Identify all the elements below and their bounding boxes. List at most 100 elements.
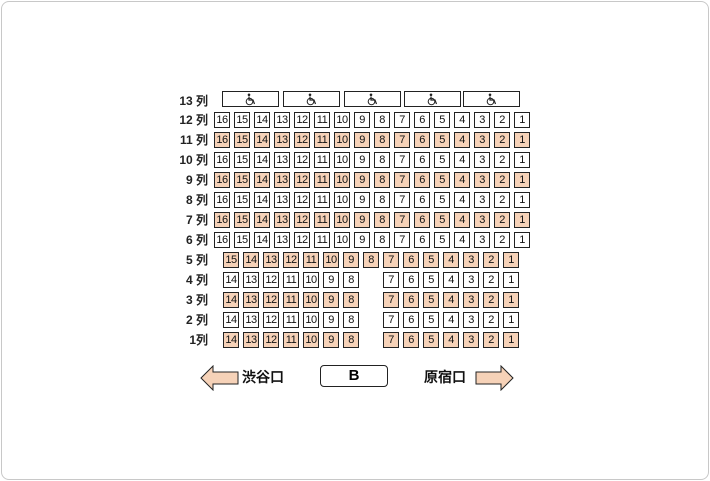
seat-r2-9[interactable]: 9 [323, 312, 339, 328]
seat-r6-1[interactable]: 1 [514, 232, 530, 248]
seat-r11-16[interactable]: 16 [214, 132, 230, 148]
seat-r10-12[interactable]: 12 [294, 152, 310, 168]
seat-r2-10[interactable]: 10 [303, 312, 319, 328]
seat-r11-7[interactable]: 7 [394, 132, 410, 148]
seat-r9-4[interactable]: 4 [454, 172, 470, 188]
seat-r4-2[interactable]: 2 [483, 272, 499, 288]
seat-r8-7[interactable]: 7 [394, 192, 410, 208]
seat-r9-5[interactable]: 5 [434, 172, 450, 188]
seat-r6-12[interactable]: 12 [294, 232, 310, 248]
seat-r3-11[interactable]: 11 [283, 292, 299, 308]
seat-r3-14[interactable]: 14 [223, 292, 239, 308]
seat-r10-9[interactable]: 9 [354, 152, 370, 168]
seat-r12-6[interactable]: 6 [414, 112, 430, 128]
seat-r11-5[interactable]: 5 [434, 132, 450, 148]
seat-r9-2[interactable]: 2 [494, 172, 510, 188]
seat-r1-11[interactable]: 11 [283, 332, 299, 348]
seat-r11-9[interactable]: 9 [354, 132, 370, 148]
seat-r4-5[interactable]: 5 [423, 272, 439, 288]
seat-r4-6[interactable]: 6 [403, 272, 419, 288]
seat-r7-8[interactable]: 8 [374, 212, 390, 228]
seat-r8-8[interactable]: 8 [374, 192, 390, 208]
seat-r6-7[interactable]: 7 [394, 232, 410, 248]
seat-r4-9[interactable]: 9 [323, 272, 339, 288]
seat-r6-2[interactable]: 2 [494, 232, 510, 248]
seat-r1-12[interactable]: 12 [263, 332, 279, 348]
seat-r5-10[interactable]: 10 [323, 252, 339, 268]
seat-r1-4[interactable]: 4 [443, 332, 459, 348]
seat-r8-12[interactable]: 12 [294, 192, 310, 208]
seat-r1-5[interactable]: 5 [423, 332, 439, 348]
seat-r3-7[interactable]: 7 [383, 292, 399, 308]
seat-r6-15[interactable]: 15 [234, 232, 250, 248]
seat-r1-10[interactable]: 10 [303, 332, 319, 348]
seat-r4-1[interactable]: 1 [503, 272, 519, 288]
wheelchair-space[interactable] [222, 91, 279, 107]
seat-r10-13[interactable]: 13 [274, 152, 290, 168]
seat-r5-1[interactable]: 1 [503, 252, 519, 268]
seat-r6-4[interactable]: 4 [454, 232, 470, 248]
seat-r12-15[interactable]: 15 [234, 112, 250, 128]
wheelchair-space[interactable] [463, 91, 520, 107]
seat-r12-4[interactable]: 4 [454, 112, 470, 128]
seat-r12-3[interactable]: 3 [474, 112, 490, 128]
seat-r2-13[interactable]: 13 [243, 312, 259, 328]
seat-r9-14[interactable]: 14 [254, 172, 270, 188]
seat-r1-6[interactable]: 6 [403, 332, 419, 348]
seat-r9-15[interactable]: 15 [234, 172, 250, 188]
seat-r8-3[interactable]: 3 [474, 192, 490, 208]
seat-r12-8[interactable]: 8 [374, 112, 390, 128]
seat-r7-9[interactable]: 9 [354, 212, 370, 228]
seat-r10-16[interactable]: 16 [214, 152, 230, 168]
seat-r11-1[interactable]: 1 [514, 132, 530, 148]
seat-r11-13[interactable]: 13 [274, 132, 290, 148]
seat-r10-15[interactable]: 15 [234, 152, 250, 168]
seat-r9-13[interactable]: 13 [274, 172, 290, 188]
seat-r10-7[interactable]: 7 [394, 152, 410, 168]
seat-r8-4[interactable]: 4 [454, 192, 470, 208]
seat-r5-8[interactable]: 8 [363, 252, 379, 268]
seat-r6-10[interactable]: 10 [334, 232, 350, 248]
seat-r8-15[interactable]: 15 [234, 192, 250, 208]
seat-r6-11[interactable]: 11 [314, 232, 330, 248]
seat-r4-14[interactable]: 14 [223, 272, 239, 288]
seat-r1-2[interactable]: 2 [483, 332, 499, 348]
seat-r1-7[interactable]: 7 [383, 332, 399, 348]
seat-r4-13[interactable]: 13 [243, 272, 259, 288]
seat-r3-13[interactable]: 13 [243, 292, 259, 308]
seat-r7-4[interactable]: 4 [454, 212, 470, 228]
seat-r5-7[interactable]: 7 [383, 252, 399, 268]
seat-r7-15[interactable]: 15 [234, 212, 250, 228]
seat-r1-3[interactable]: 3 [463, 332, 479, 348]
seat-r7-14[interactable]: 14 [254, 212, 270, 228]
seat-r5-15[interactable]: 15 [223, 252, 239, 268]
seat-r12-7[interactable]: 7 [394, 112, 410, 128]
seat-r9-8[interactable]: 8 [374, 172, 390, 188]
seat-r6-16[interactable]: 16 [214, 232, 230, 248]
seat-r3-10[interactable]: 10 [303, 292, 319, 308]
seat-r11-8[interactable]: 8 [374, 132, 390, 148]
seat-r7-16[interactable]: 16 [214, 212, 230, 228]
seat-r3-6[interactable]: 6 [403, 292, 419, 308]
seat-r2-12[interactable]: 12 [263, 312, 279, 328]
seat-r1-13[interactable]: 13 [243, 332, 259, 348]
seat-r2-11[interactable]: 11 [283, 312, 299, 328]
seat-r5-5[interactable]: 5 [423, 252, 439, 268]
seat-r3-4[interactable]: 4 [443, 292, 459, 308]
seat-r11-2[interactable]: 2 [494, 132, 510, 148]
seat-r12-9[interactable]: 9 [354, 112, 370, 128]
seat-r8-13[interactable]: 13 [274, 192, 290, 208]
seat-r6-14[interactable]: 14 [254, 232, 270, 248]
seat-r3-2[interactable]: 2 [483, 292, 499, 308]
seat-r3-1[interactable]: 1 [503, 292, 519, 308]
seat-r3-5[interactable]: 5 [423, 292, 439, 308]
seat-r4-3[interactable]: 3 [463, 272, 479, 288]
seat-r8-9[interactable]: 9 [354, 192, 370, 208]
seat-r11-3[interactable]: 3 [474, 132, 490, 148]
seat-r10-4[interactable]: 4 [454, 152, 470, 168]
seat-r12-1[interactable]: 1 [514, 112, 530, 128]
seat-r8-16[interactable]: 16 [214, 192, 230, 208]
seat-r5-4[interactable]: 4 [443, 252, 459, 268]
seat-r5-2[interactable]: 2 [483, 252, 499, 268]
seat-r10-5[interactable]: 5 [434, 152, 450, 168]
